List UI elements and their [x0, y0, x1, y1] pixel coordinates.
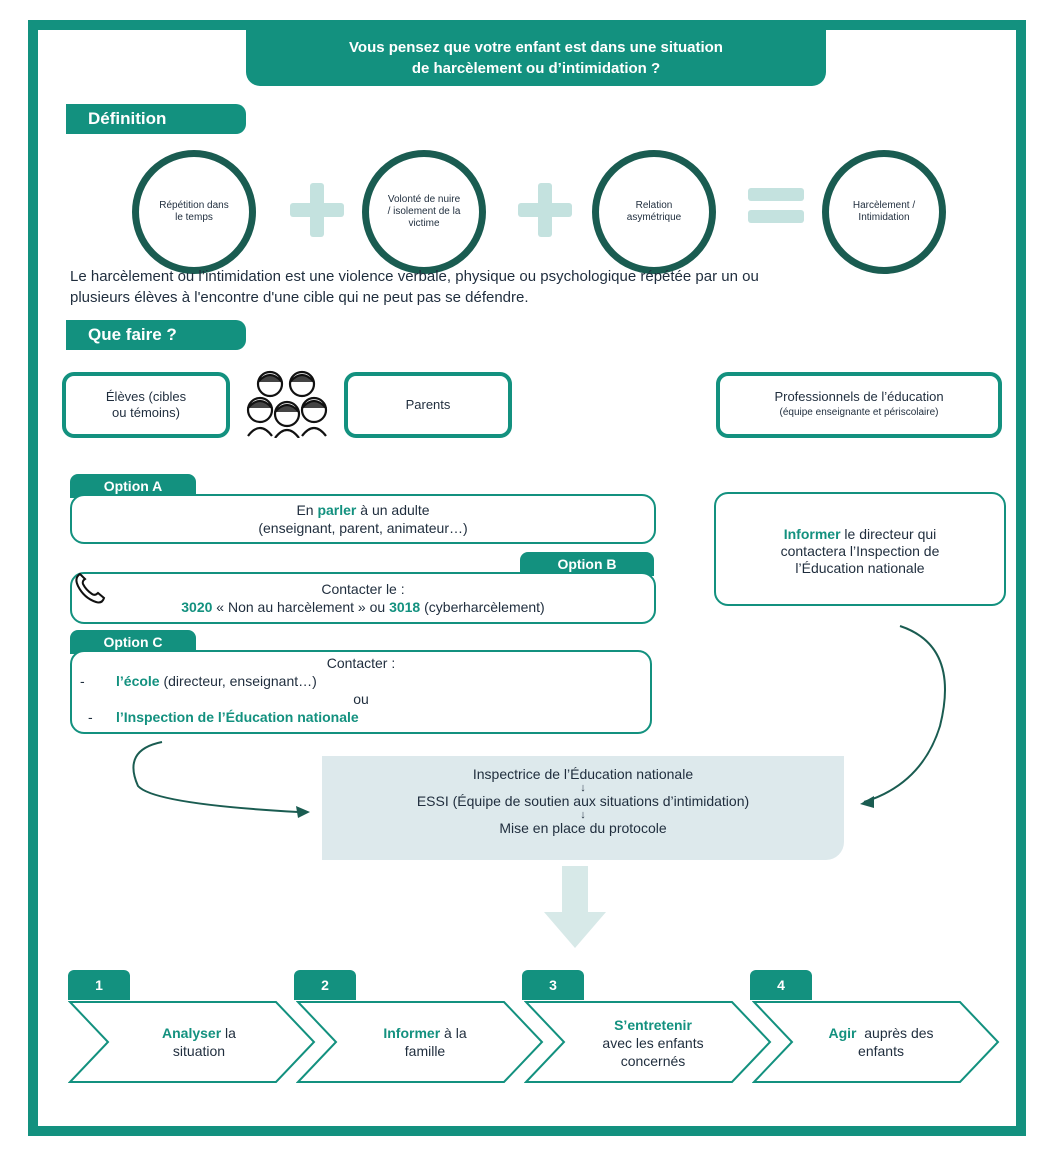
- pro-action-line-3: l’Éducation nationale: [795, 560, 925, 576]
- step-1-number: 1: [68, 970, 130, 1000]
- circle-relation: Relation asymétrique: [592, 150, 716, 274]
- header-line-2: de harcèlement ou d’intimidation ?: [411, 60, 661, 77]
- plus-icon-2-vertical: [538, 183, 552, 237]
- step-3-label: S’entretenir avec les enfants concernés: [568, 1016, 738, 1070]
- definition-text: Le harcèlement ou l’intimidation est une…: [70, 266, 1000, 308]
- equals-icon-top: [748, 188, 804, 201]
- big-down-arrow: [544, 866, 606, 948]
- pro-action-box: Informer le directeur qui contactera l’I…: [714, 492, 1006, 606]
- definition-tab: Définition: [66, 104, 246, 134]
- que-faire-tab: Que faire ?: [66, 320, 246, 350]
- circle-volonte-label: Volonté de nuire / isolement de la victi…: [387, 194, 461, 229]
- inspection-line-2: ESSI (Équipe de soutien aux situations d…: [416, 793, 750, 809]
- header-line-1: Vous pensez que votre enfant est dans un…: [349, 39, 723, 56]
- step-2-highlight: Informer: [383, 1025, 441, 1041]
- definition-text-line-1: Le harcèlement ou l’intimidation est une…: [70, 268, 759, 285]
- circle-volonte: Volonté de nuire / isolement de la victi…: [362, 150, 486, 274]
- pro-action-line-1-rest: le directeur qui: [840, 526, 937, 542]
- option-a-pre: En: [296, 502, 318, 518]
- option-c-item-2: l’Inspection de l’Éducation nationale: [116, 709, 359, 725]
- option-a-post: à un adulte: [356, 502, 430, 518]
- step-4-label: Agir auprès des enfants: [796, 1024, 966, 1060]
- circle-harcelement: Harcèlement / Intimidation: [822, 150, 946, 274]
- inspection-arrow-2: ↓: [580, 809, 586, 821]
- option-b-num2: 3018: [389, 599, 421, 615]
- step-4-rest-1: auprès des: [856, 1025, 934, 1041]
- step-3-number: 3: [522, 970, 584, 1000]
- option-c-item-1-highlight: l’école: [116, 673, 160, 689]
- option-c-item-1-rest: (directeur, enseignant…): [159, 673, 317, 689]
- definition-text-line-2: plusieurs élèves à l'encontre d'une cibl…: [70, 289, 529, 306]
- inspection-line-3: Mise en place du protocole: [499, 820, 667, 836]
- step-2-line-2: famille: [404, 1043, 446, 1059]
- parents-box: Parents: [344, 372, 512, 438]
- step-4-highlight: Agir: [828, 1025, 857, 1041]
- option-a-line-1: En parler à un adulte: [72, 501, 654, 519]
- step-1-chevron: [68, 1001, 316, 1083]
- pros-box: Professionnels de l’éducation (équipe en…: [716, 372, 1002, 438]
- option-b-box: Contacter le : 3020 « Non au harcèlement…: [70, 572, 656, 624]
- step-4-line-2: enfants: [858, 1043, 904, 1059]
- circle-repetition-label: Répétition dans le temps: [159, 200, 229, 223]
- step-4-number: 4: [750, 970, 812, 1000]
- pro-action-content: Informer le directeur qui contactera l’I…: [716, 494, 1004, 577]
- option-b-post: (cyberharcèlement): [420, 599, 545, 615]
- inspection-box: Inspectrice de l’Éducation nationale ↓ E…: [322, 756, 844, 860]
- option-a-line-2: (enseignant, parent, animateur…): [258, 520, 468, 536]
- equals-icon-bottom: [748, 210, 804, 223]
- pros-line-2: (équipe enseignante et périscolaire): [779, 407, 939, 418]
- step-4-line-1: Agir auprès des: [796, 1024, 966, 1042]
- step-2-label: Informer à la famille: [340, 1024, 510, 1060]
- step-3-line-2: avec les enfants: [602, 1035, 704, 1051]
- option-a-box: En parler à un adulte (enseignant, paren…: [70, 494, 656, 544]
- option-c-box: [70, 650, 652, 734]
- pro-action-line-1: Informer le directeur qui: [716, 526, 1004, 543]
- option-b-line-2: 3020 « Non au harcèlement » ou 3018 (cyb…: [72, 598, 654, 616]
- step-1-line-1: Analyser la: [114, 1024, 284, 1042]
- circle-repetition: Répétition dans le temps: [132, 150, 256, 274]
- option-c-item-1: l’école (directeur, enseignant…): [116, 672, 317, 690]
- step-1-line-2: situation: [172, 1043, 226, 1059]
- pro-action-highlight: Informer: [783, 526, 841, 542]
- inspection-arrow-1: ↓: [580, 782, 586, 794]
- option-c-item-2-dash: -: [88, 709, 93, 725]
- parents-label: Parents: [405, 397, 451, 412]
- option-c-line-1: Contacter :: [326, 655, 396, 671]
- step-1-rest-1: la: [221, 1025, 236, 1041]
- option-c-ou: ou: [353, 691, 369, 707]
- option-c-item-1-dash: -: [80, 673, 85, 689]
- step-2-number: 2: [294, 970, 356, 1000]
- header-banner: Vous pensez que votre enfant est dans un…: [246, 30, 826, 86]
- step-3-highlight: S’entretenir: [614, 1017, 692, 1033]
- step-3-line-3: concernés: [620, 1053, 686, 1069]
- right-curved-arrow: [860, 625, 946, 808]
- children-group-icon: [244, 366, 330, 439]
- inspection-line-1: Inspectrice de l’Éducation nationale: [472, 766, 694, 782]
- eleves-box: Élèves (cibles ou témoins): [62, 372, 230, 438]
- step-1-highlight: Analyser: [162, 1025, 222, 1041]
- pros-line-1: Professionnels de l’éducation: [774, 389, 944, 404]
- step-2-chevron: [296, 1001, 544, 1083]
- circle-relation-label: Relation asymétrique: [626, 200, 682, 223]
- step-1-label: Analyser la situation: [114, 1024, 284, 1060]
- circle-harcelement-label: Harcèlement / Intimidation: [852, 200, 916, 223]
- phone-icon: [72, 570, 106, 604]
- left-curved-arrow: [132, 741, 310, 818]
- option-b-content: Contacter le : 3020 « Non au harcèlement…: [72, 574, 654, 616]
- option-a-content: En parler à un adulte (enseignant, paren…: [72, 496, 654, 537]
- eleves-line-1: Élèves (cibles: [105, 389, 187, 404]
- step-2-rest-1: à la: [440, 1025, 467, 1041]
- pro-action-line-2: contactera l’Inspection de: [780, 543, 940, 559]
- option-a-highlight: parler: [317, 502, 357, 518]
- step-3-chevron: [524, 1001, 772, 1083]
- option-b-num1: 3020: [181, 599, 213, 615]
- step-2-line-1: Informer à la: [340, 1024, 510, 1042]
- option-b-mid: « Non au harcèlement » ou: [212, 599, 390, 615]
- eleves-line-2: ou témoins): [112, 405, 180, 420]
- plus-icon-vertical: [310, 183, 324, 237]
- option-b-line-1: Contacter le :: [321, 581, 405, 597]
- step-4-chevron: [752, 1001, 1000, 1083]
